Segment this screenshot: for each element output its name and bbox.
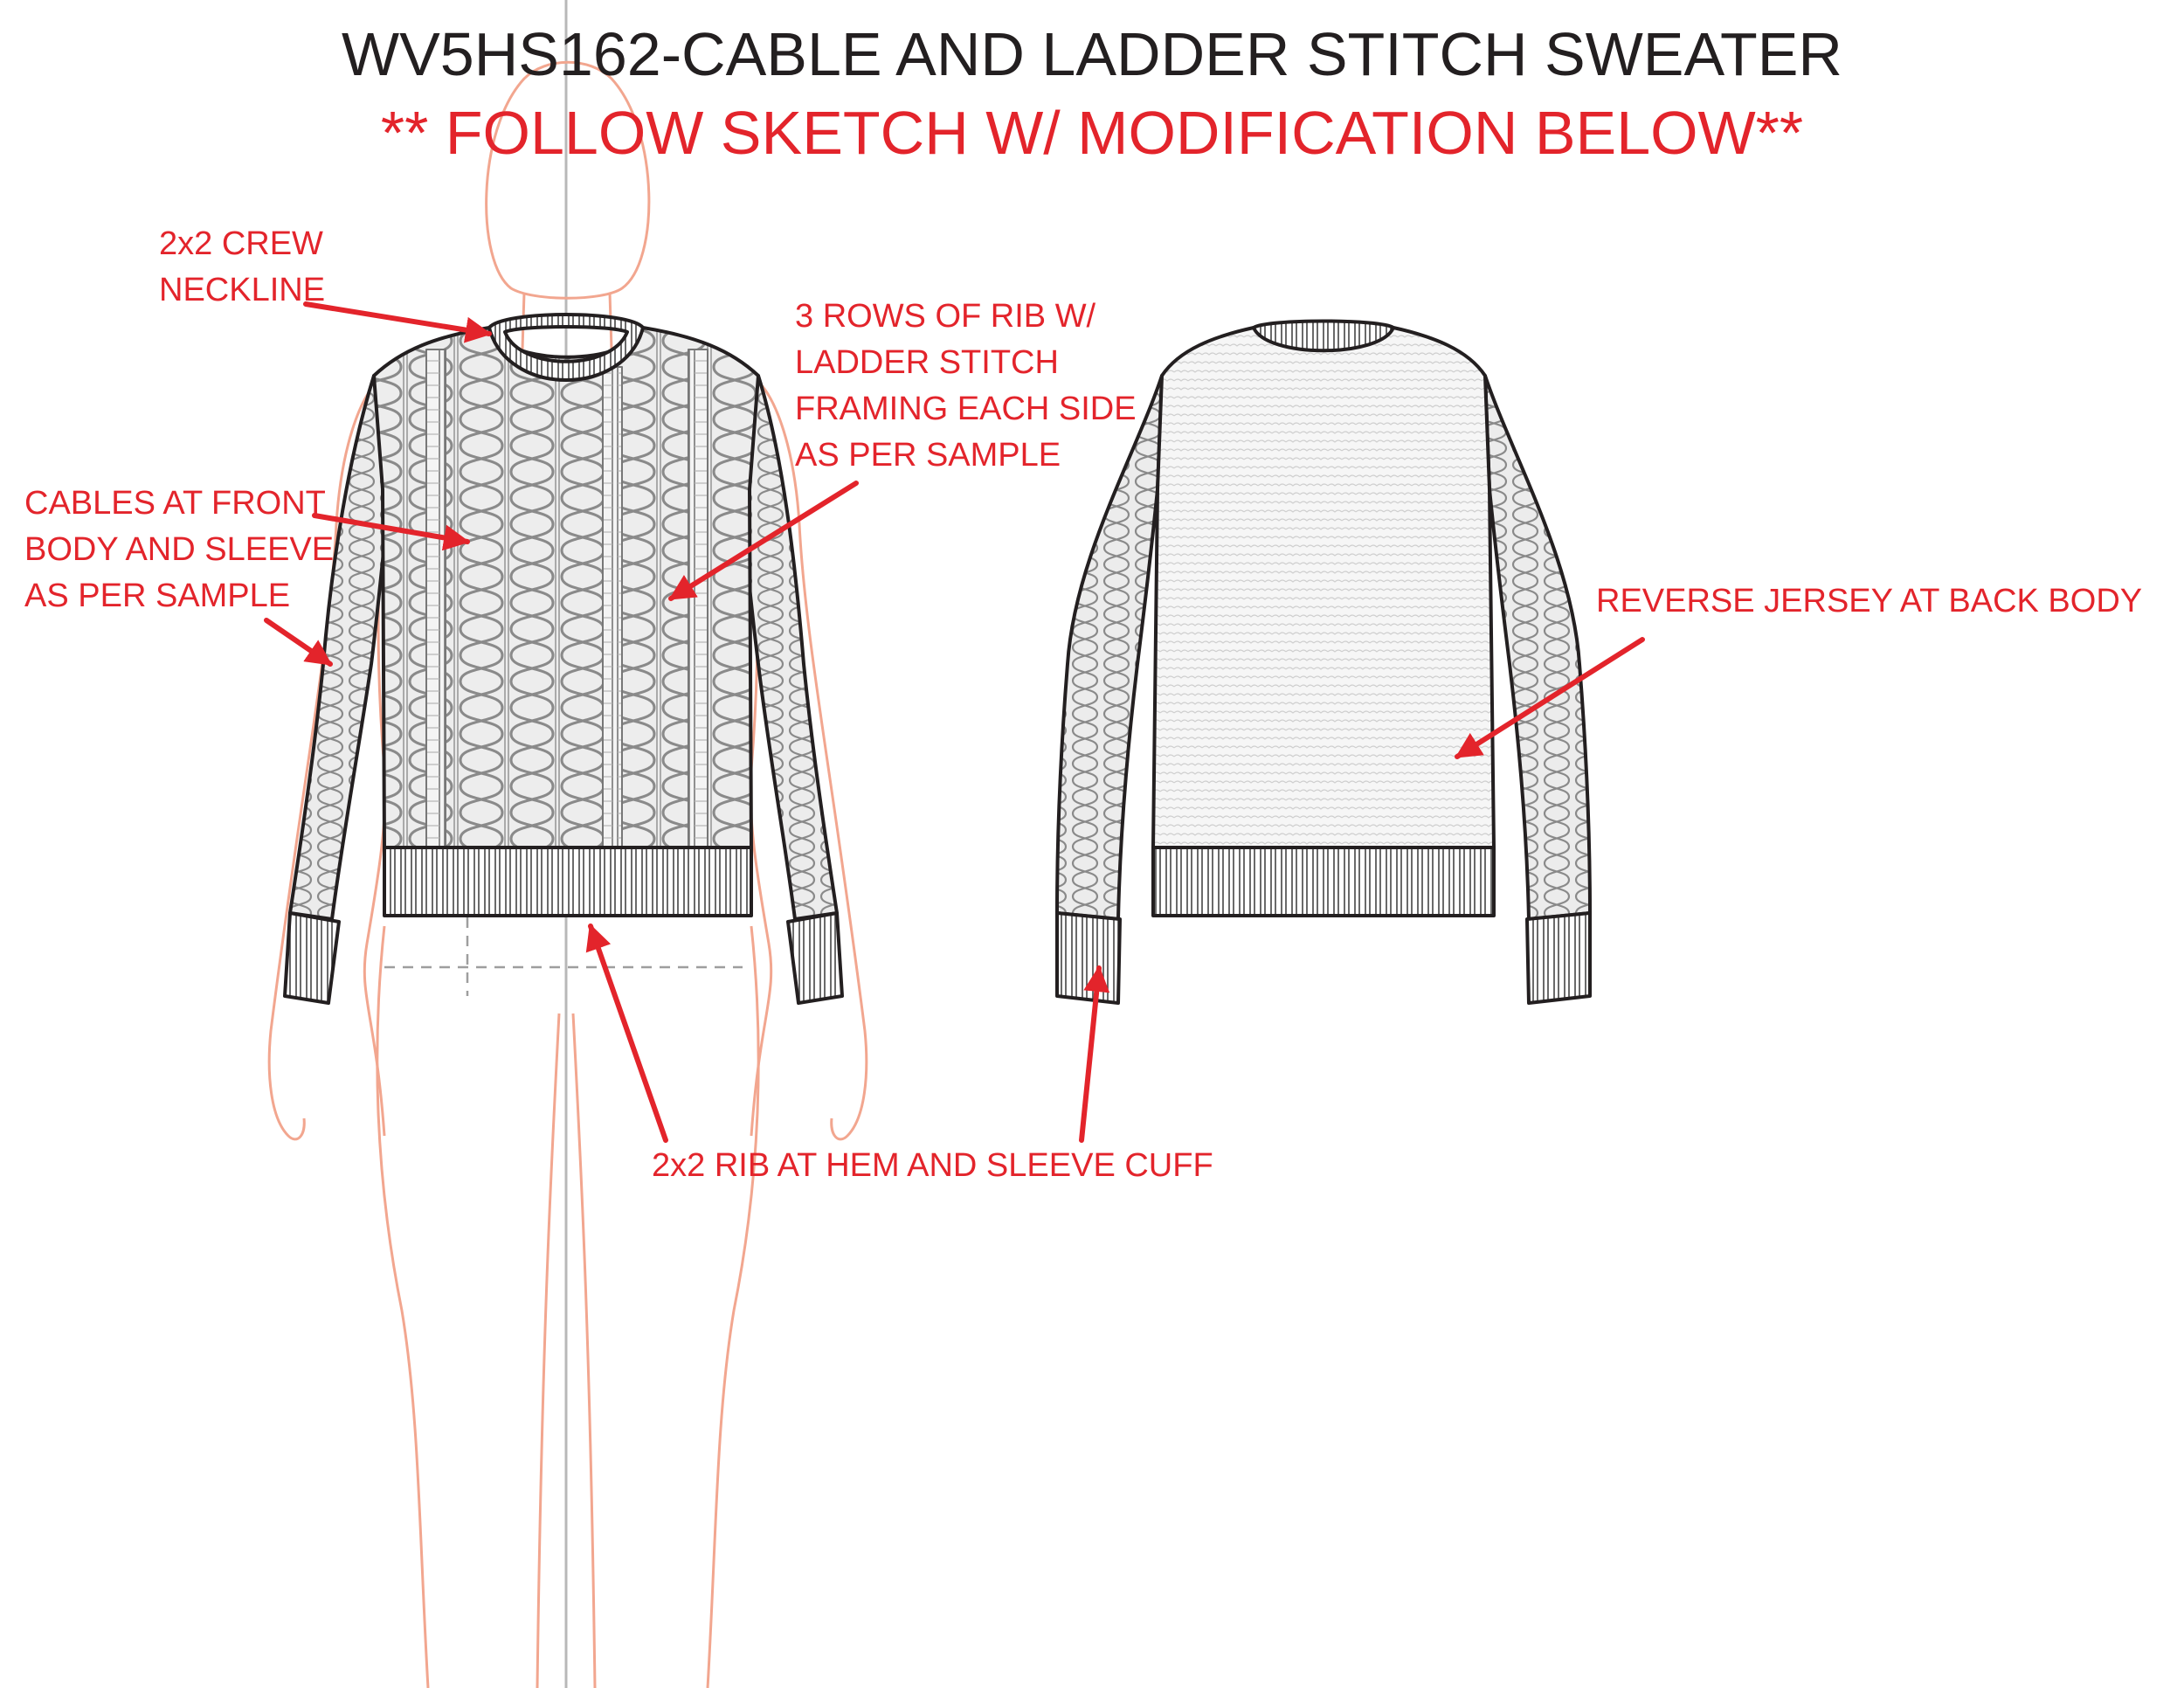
back-left-cuff [1055,911,1122,1005]
callout-neckline-line-2: NECKLINE [159,272,326,308]
sheet-title: WV5HS162-CABLE AND LADDER STITCH SWEATER [342,20,1842,88]
callout-cables-line-2: BODY AND SLEEVE [24,531,335,568]
callout-rib-ladder: 3 ROWS OF RIB W/ LADDER STITCH FRAMING E… [795,294,1137,479]
callout-neckline: 2x2 CREW NECKLINE [159,221,325,314]
callout-cables-line-1: CABLES AT FRONT [24,485,326,522]
front-sweater [283,313,844,1005]
arrow-cables-sleeve [264,618,333,667]
callout-back-body: REVERSE JERSEY AT BACK BODY [1596,578,2142,625]
callout-rib-ladder-line-2: LADDER STITCH [795,344,1059,381]
callout-back-body-line-1: REVERSE JERSEY AT BACK BODY [1596,583,2143,619]
arrow-back-body [1455,637,1645,759]
callout-cables: CABLES AT FRONT BODY AND SLEEVE AS PER S… [24,481,334,619]
back-hem-rib [1151,846,1496,917]
callout-rib-ladder-line-3: FRAMING EACH SIDE [795,391,1137,427]
front-left-cuff [283,911,341,1005]
front-body [372,326,760,849]
front-right-cuff [786,911,844,1005]
arrow-cuff [1079,965,1110,1143]
back-crew-neckline [1252,319,1395,353]
back-sweater [1055,319,1592,1005]
sheet-subtitle: ** FOLLOW SKETCH W/ MODIFICATION BELOW** [380,99,1804,167]
arrow-hem [585,924,668,1143]
callout-rib-ladder-line-4: AS PER SAMPLE [795,437,1061,474]
callout-cables-line-3: AS PER SAMPLE [24,578,291,614]
front-crew-neckline [487,313,645,382]
front-hem-rib [383,846,753,917]
back-right-sleeve [1483,374,1592,921]
callout-rib-ladder-line-1: 3 ROWS OF RIB W/ [795,298,1096,335]
arrow-neckline [303,301,492,343]
callout-hem-cuff-line-1: 2x2 RIB AT HEM AND SLEEVE CUFF [652,1147,1213,1184]
back-right-cuff [1525,911,1592,1005]
callout-arrows [264,301,1645,1143]
callout-neckline-line-1: 2x2 CREW [159,225,323,262]
arrow-cables-front [312,513,470,551]
back-body [1151,326,1496,849]
length-guide [384,917,743,996]
callout-hem-cuff: 2x2 RIB AT HEM AND SLEEVE CUFF [652,1143,1213,1189]
arrow-rib-ladder [668,481,859,601]
